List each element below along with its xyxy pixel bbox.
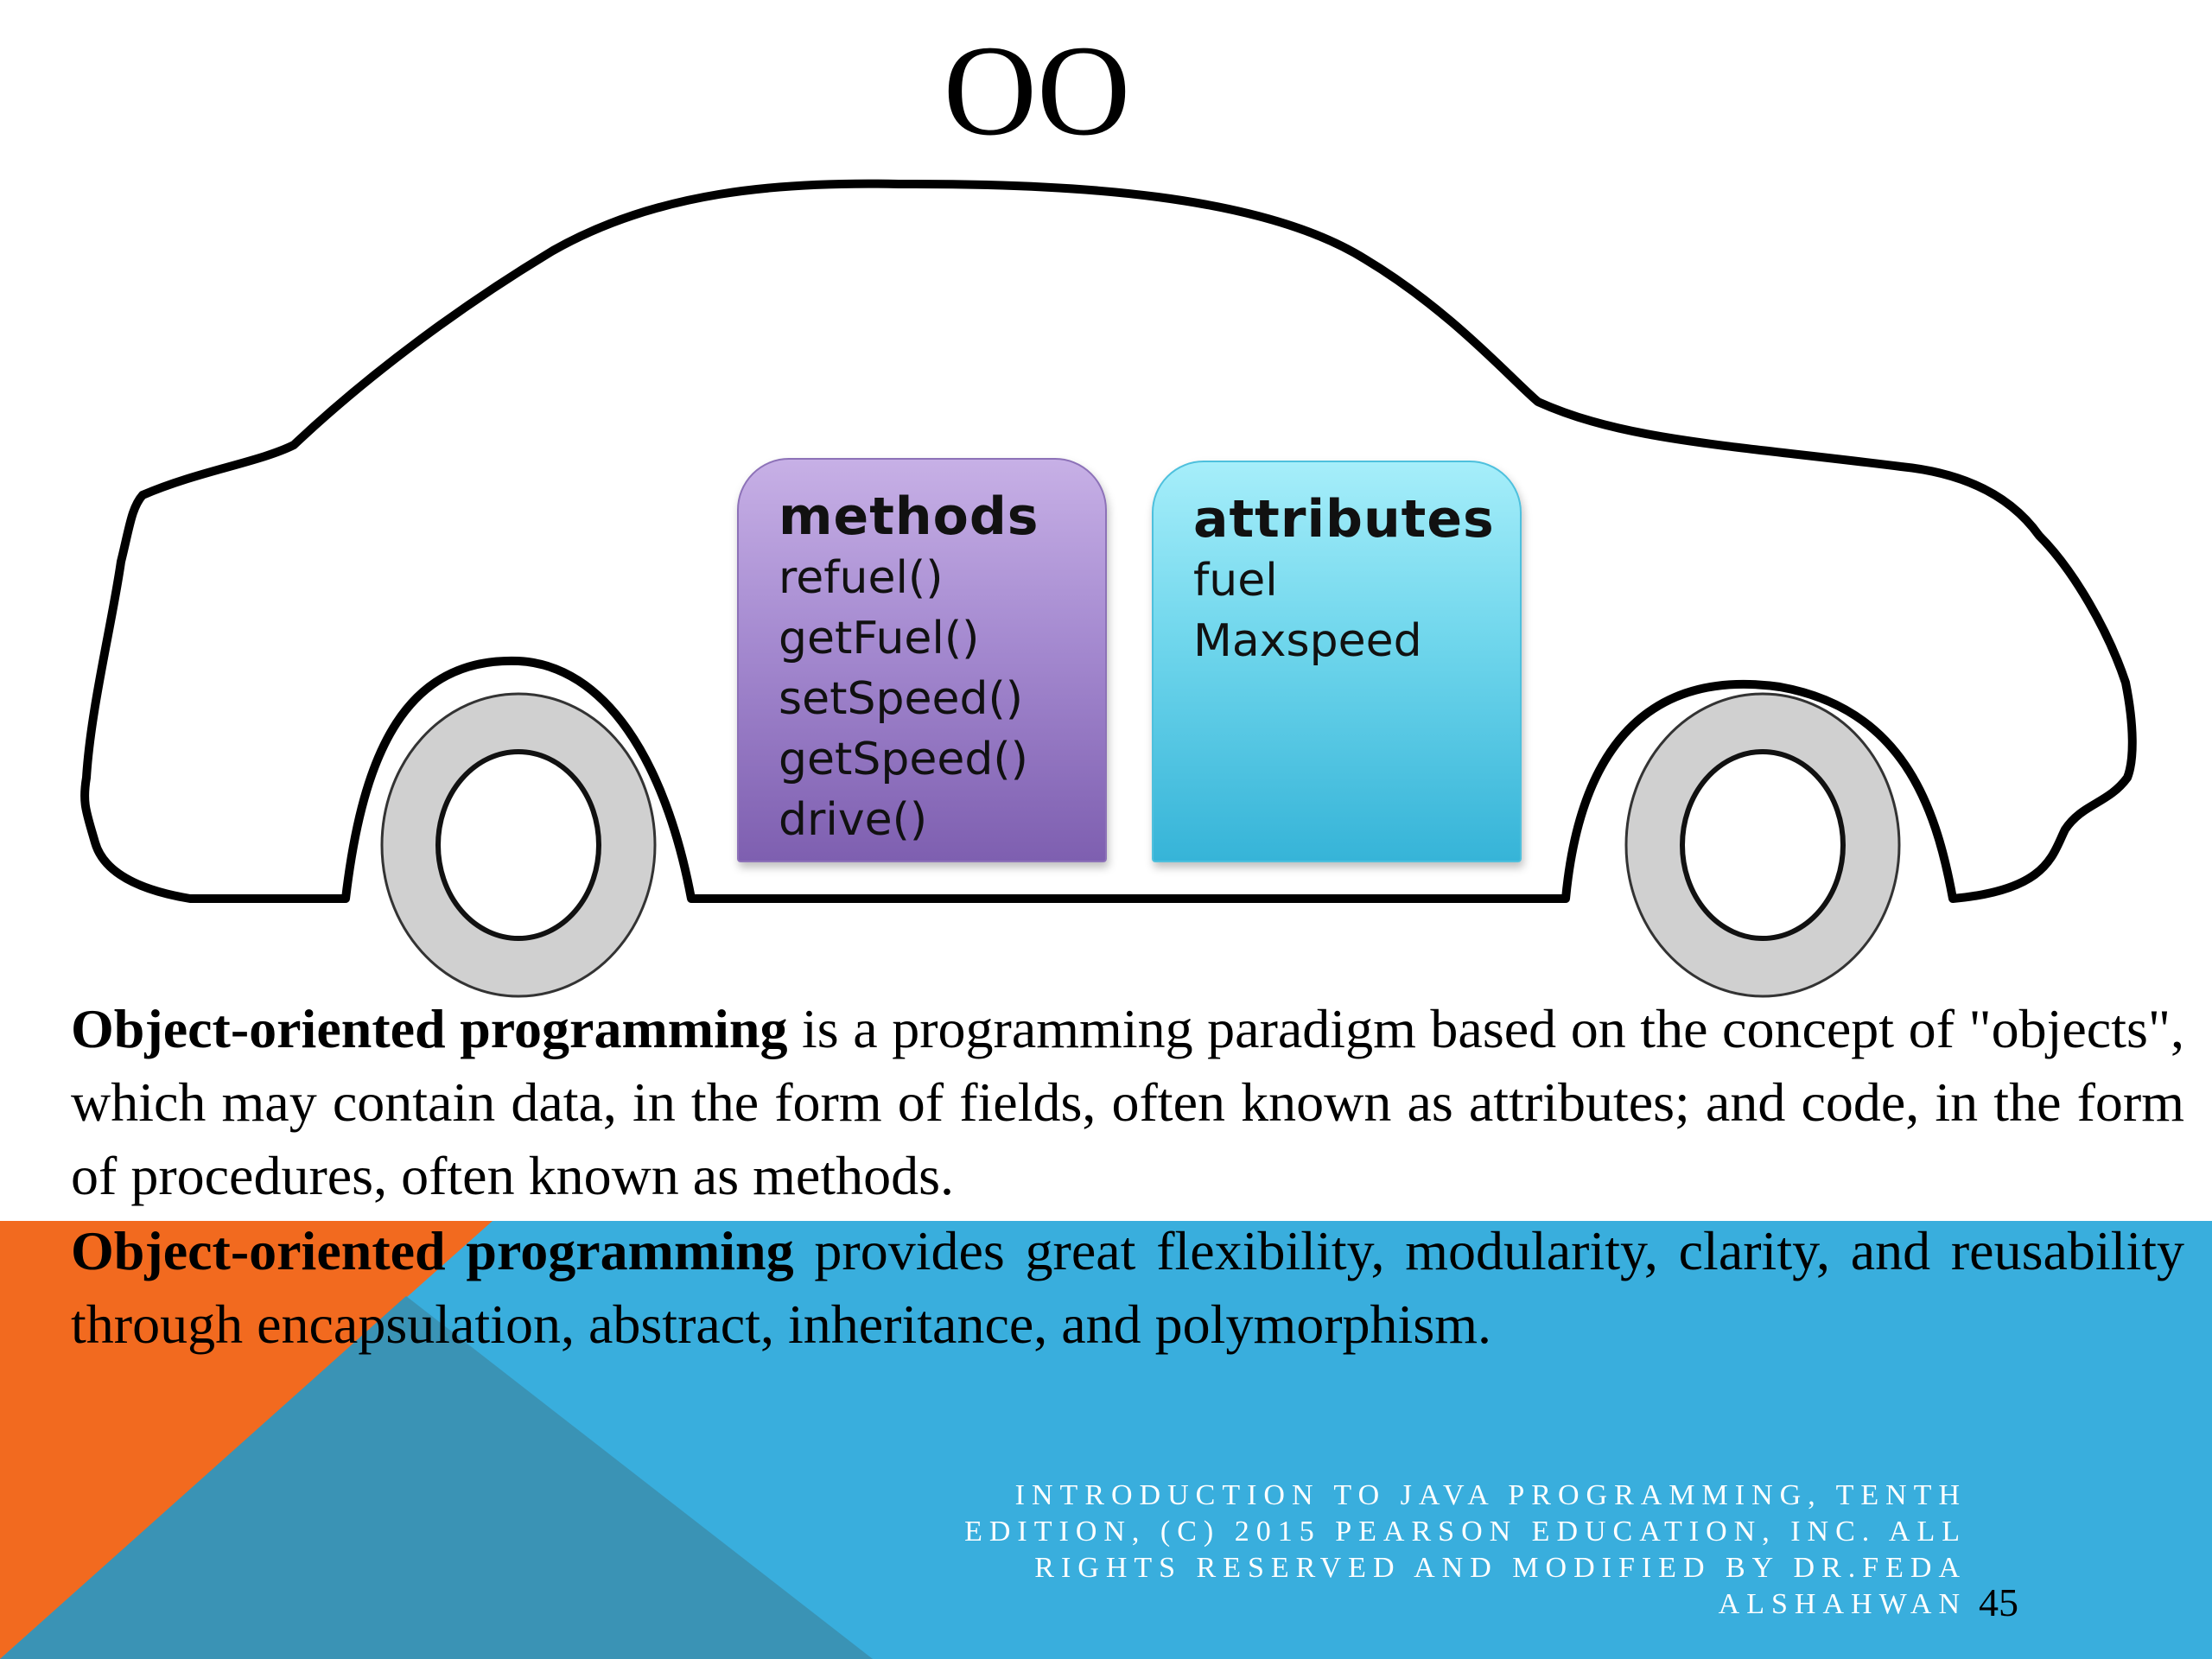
- paragraph-definition: Object-oriented programming is a program…: [71, 992, 2184, 1212]
- attributes-box: attributes fuel Maxspeed: [1152, 461, 1522, 862]
- attribute-item: Maxspeed: [1193, 611, 1520, 671]
- methods-heading: methods: [779, 486, 1105, 548]
- rear-wheel: [382, 694, 655, 996]
- attribute-item: fuel: [1193, 550, 1520, 611]
- front-wheel: [1626, 694, 1899, 996]
- method-item: setSpeed(): [779, 669, 1105, 729]
- slide-footer: INTRODUCTION TO JAVA PROGRAMMING, TENTH …: [930, 1478, 1967, 1623]
- method-item: getSpeed(): [779, 729, 1105, 790]
- paragraph-benefits-term: Object-oriented programming: [71, 1220, 794, 1281]
- method-item: drive(): [779, 790, 1105, 850]
- attributes-heading: attributes: [1193, 488, 1520, 550]
- method-item: getFuel(): [779, 608, 1105, 669]
- paragraph-definition-term: Object-oriented programming: [71, 998, 787, 1059]
- method-item: refuel(): [779, 548, 1105, 608]
- methods-box: methods refuel() getFuel() setSpeed() ge…: [737, 458, 1107, 862]
- page-number: 45: [1979, 1579, 2018, 1627]
- paragraph-benefits: Object-oriented programming provides gre…: [71, 1214, 2184, 1361]
